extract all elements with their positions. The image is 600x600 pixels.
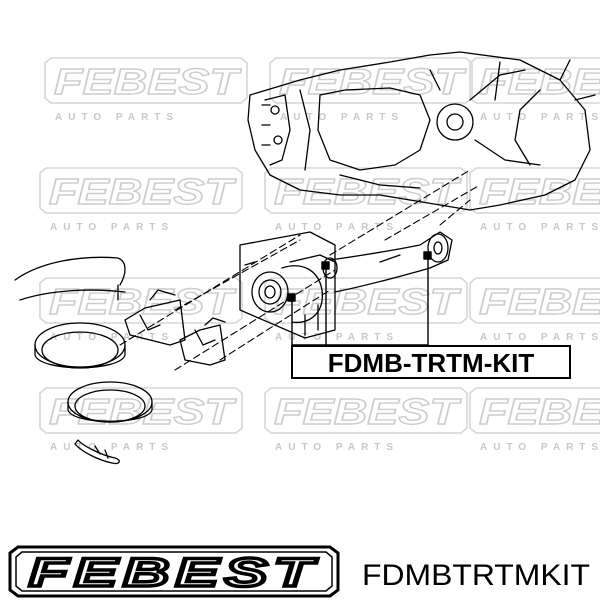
watermark-brand: FEBEST <box>274 171 462 212</box>
watermark-frame <box>269 57 473 104</box>
watermark-frame <box>469 277 600 324</box>
watermark-logo: FEBEST AUTO PARTS <box>39 277 243 343</box>
watermark-brand: FEBEST <box>274 281 462 322</box>
watermark-frame <box>39 387 243 434</box>
watermark-tagline: AUTO PARTS <box>275 442 399 453</box>
watermark-brand: FEBEST <box>279 61 467 102</box>
watermark-logo: FEBEST AUTO PARTS <box>264 387 468 453</box>
watermark-logo: FEBEST AUTO PARTS <box>264 167 468 233</box>
watermark-frame <box>44 57 248 104</box>
mounting-brackets <box>124 289 226 366</box>
watermark-logo: FEBEST AUTO PARTS <box>469 387 600 453</box>
watermark-brand: FEBEST <box>274 391 462 432</box>
trailing-arm-mount <box>239 231 336 339</box>
watermark-tagline: AUTO PARTS <box>55 112 179 123</box>
watermark-brand: FEBEST <box>479 281 600 322</box>
logo-wordmark: FEBEST <box>29 551 319 595</box>
watermark-brand: FEBEST <box>49 281 237 322</box>
watermark-tagline: AUTO PARTS <box>480 222 600 233</box>
watermark-brand: FEBEST <box>479 61 600 102</box>
watermark-tagline: AUTO PARTS <box>50 222 174 233</box>
watermark-logo: FEBEST AUTO PARTS <box>39 167 243 233</box>
line-art <box>14 51 596 465</box>
febest-logo: FEBEST <box>8 545 340 598</box>
watermark-tagline: AUTO PARTS <box>275 332 399 343</box>
watermark-brand: FEBEST <box>479 391 600 432</box>
watermark-frame <box>264 387 468 434</box>
watermark-layer: FEBEST AUTO PARTS FEBEST AUTO PARTS FEBEST AU… <box>39 57 600 453</box>
watermark-tagline: AUTO PARTS <box>480 442 600 453</box>
watermark-frame <box>469 57 600 104</box>
callout-box: FDMB-TRTM-KIT <box>291 345 571 379</box>
watermark-frame <box>469 387 600 434</box>
part-number: FDMBTRTMKIT <box>362 559 590 592</box>
watermark-logo: FEBEST AUTO PARTS <box>469 277 600 343</box>
watermark-tagline: AUTO PARTS <box>280 112 404 123</box>
callout-label: FDMB-TRTM-KIT <box>328 348 535 378</box>
watermark-logo: FEBEST AUTO PARTS <box>44 57 248 123</box>
watermark-frame <box>39 167 243 214</box>
watermark-tagline: AUTO PARTS <box>50 442 174 453</box>
watermark-logo: FEBEST AUTO PARTS <box>469 57 600 123</box>
seal-rings <box>34 322 153 423</box>
assembly-guides <box>119 169 481 371</box>
watermark-tagline: AUTO PARTS <box>480 332 600 343</box>
bolt <box>74 439 120 465</box>
differential-housing <box>247 51 596 211</box>
watermark-frame <box>469 167 600 214</box>
subframe-outline <box>14 256 126 301</box>
watermark-frame <box>264 167 468 214</box>
watermark-tagline: AUTO PARTS <box>480 112 600 123</box>
watermark-brand: FEBEST <box>54 61 242 102</box>
watermark-tagline: AUTO PARTS <box>50 332 174 343</box>
watermark-brand: FEBEST <box>49 171 237 212</box>
watermark-tagline: AUTO PARTS <box>275 222 399 233</box>
